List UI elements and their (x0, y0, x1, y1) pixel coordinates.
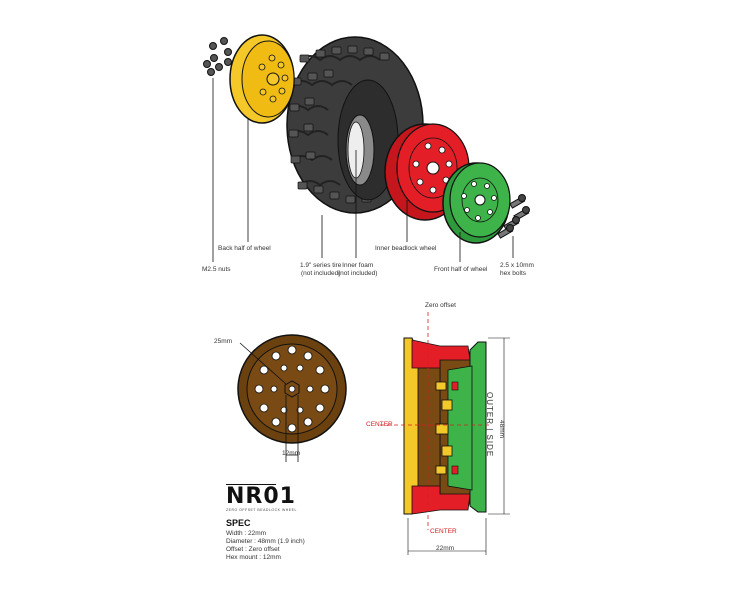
label-back-half: Back half of wheel (218, 245, 271, 252)
label-tire: 1.9" series tire (not included) (300, 262, 342, 277)
leader-lines (212, 78, 514, 262)
label-22mm: 22mm (436, 545, 455, 552)
label-48mm: 48mm (498, 420, 505, 439)
label-outer-side: OUTER | SIDE (485, 392, 494, 458)
label-beadlock: Inner beadlock wheel (375, 245, 437, 252)
section-dimension-lines (380, 312, 510, 555)
back-half-wheel (229, 34, 295, 124)
spec-title: SPEC (226, 518, 251, 528)
nuts-cluster (203, 37, 232, 76)
label-front-half: Front half of wheel (434, 266, 488, 273)
spec-hex-mount: Hex mount : 12mm (226, 554, 281, 561)
label-center-bottom: CENTER (430, 528, 457, 535)
brand-tagline: ZERO OFFSET BEADLOCK WHEEL (226, 508, 297, 512)
inner-beadlock-wheel (384, 123, 470, 221)
front-half-wheel (442, 162, 511, 244)
label-center-left: CENTER (366, 421, 393, 428)
label-bolts: 2.5 x 10mm hex bolts (500, 262, 534, 277)
wheel-front-view (237, 334, 347, 444)
inner-foam (345, 114, 375, 186)
brand-logo: NR01 (226, 484, 296, 509)
spec-diameter: Diameter : 48mm (1.9 inch) (226, 538, 305, 545)
hex-bolts (497, 194, 530, 239)
label-foam: Inner foam (not included) (338, 262, 378, 277)
label-nuts: M2.5 nuts (202, 266, 231, 273)
brand-rule (226, 484, 276, 485)
spec-width: Width : 22mm (226, 530, 267, 537)
label-zero-offset: Zero offset (425, 302, 456, 309)
label-25mm: 25mm (214, 338, 233, 345)
spec-offset: Offset : Zero offset (226, 546, 280, 553)
label-12mm: 12mm (282, 450, 301, 457)
front-view-dimension-lines (239, 342, 299, 462)
wheel-cross-section (403, 337, 487, 515)
